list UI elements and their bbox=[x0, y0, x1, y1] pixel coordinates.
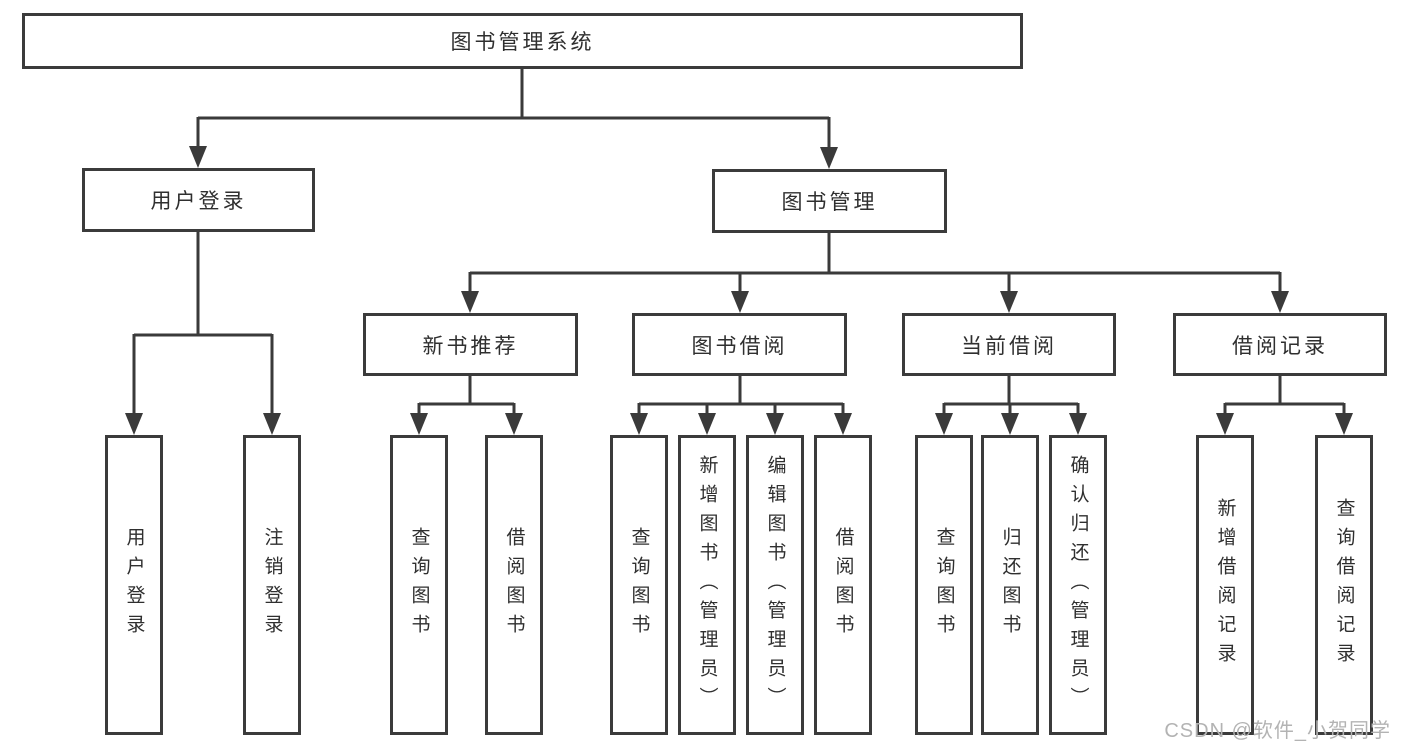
node-label: 归还图书 bbox=[999, 527, 1021, 643]
node-label: 借阅记录 bbox=[1232, 334, 1328, 358]
leaf-recommend-query-books: 查询图书 bbox=[390, 435, 448, 735]
node-label: 图书借阅 bbox=[691, 334, 788, 358]
node-label: 图书管理 bbox=[781, 191, 878, 214]
leaf-confirm-return-admin: 确认归还（管理员） bbox=[1049, 435, 1107, 735]
csdn-watermark: CSDN @软件_小贺同学 bbox=[1164, 720, 1391, 742]
node-label: 新增图书（管理员） bbox=[696, 454, 718, 716]
node-label: 借阅图书 bbox=[832, 527, 854, 643]
connector-book-management-children bbox=[461, 233, 1289, 313]
node-label: 编辑图书（管理员） bbox=[764, 454, 786, 716]
node-new-book-recommend: 新书推荐 bbox=[363, 313, 578, 376]
node-label: 查询借阅记录 bbox=[1333, 498, 1355, 672]
node-user-login: 用户登录 bbox=[82, 168, 315, 232]
connector-new-book-children bbox=[410, 376, 523, 435]
node-label: 借阅图书 bbox=[503, 527, 525, 643]
node-borrow-records: 借阅记录 bbox=[1173, 313, 1387, 376]
connector-book-borrow-children bbox=[630, 376, 852, 435]
leaf-logout: 注销登录 bbox=[243, 435, 301, 735]
connector-borrow-records-children bbox=[1216, 376, 1353, 435]
connector-user-login-children bbox=[125, 232, 281, 435]
leaf-add-borrow-record: 新增借阅记录 bbox=[1196, 435, 1254, 735]
node-label: 用户登录 bbox=[123, 527, 145, 643]
node-label: 查询图书 bbox=[933, 527, 955, 643]
node-label: 用户登录 bbox=[150, 190, 247, 213]
node-label: 注销登录 bbox=[261, 527, 283, 643]
leaf-borrow-books: 借阅图书 bbox=[814, 435, 872, 735]
node-label: 查询图书 bbox=[628, 527, 650, 643]
node-current-borrow: 当前借阅 bbox=[902, 313, 1116, 376]
leaf-add-books-admin: 新增图书（管理员） bbox=[678, 435, 736, 735]
node-label: 查询图书 bbox=[408, 527, 430, 643]
leaf-user-login: 用户登录 bbox=[105, 435, 163, 735]
leaf-query-borrow-record: 查询借阅记录 bbox=[1315, 435, 1373, 735]
node-label: 图书管理系统 bbox=[450, 31, 595, 54]
node-label: 确认归还（管理员） bbox=[1067, 454, 1089, 716]
connector-root-to-level2 bbox=[189, 69, 838, 169]
node-library-system: 图书管理系统 bbox=[22, 13, 1023, 69]
node-book-borrow: 图书借阅 bbox=[632, 313, 847, 376]
leaf-borrow-query-books: 查询图书 bbox=[610, 435, 668, 735]
connector-current-borrow-children bbox=[935, 376, 1087, 435]
node-book-management: 图书管理 bbox=[712, 169, 947, 233]
node-label: 新增借阅记录 bbox=[1214, 498, 1236, 672]
leaf-return-books: 归还图书 bbox=[981, 435, 1039, 735]
node-label: 当前借阅 bbox=[961, 334, 1057, 358]
leaf-current-query-books: 查询图书 bbox=[915, 435, 973, 735]
leaf-edit-books-admin: 编辑图书（管理员） bbox=[746, 435, 804, 735]
leaf-recommend-borrow-books: 借阅图书 bbox=[485, 435, 543, 735]
node-label: 新书推荐 bbox=[422, 334, 519, 358]
